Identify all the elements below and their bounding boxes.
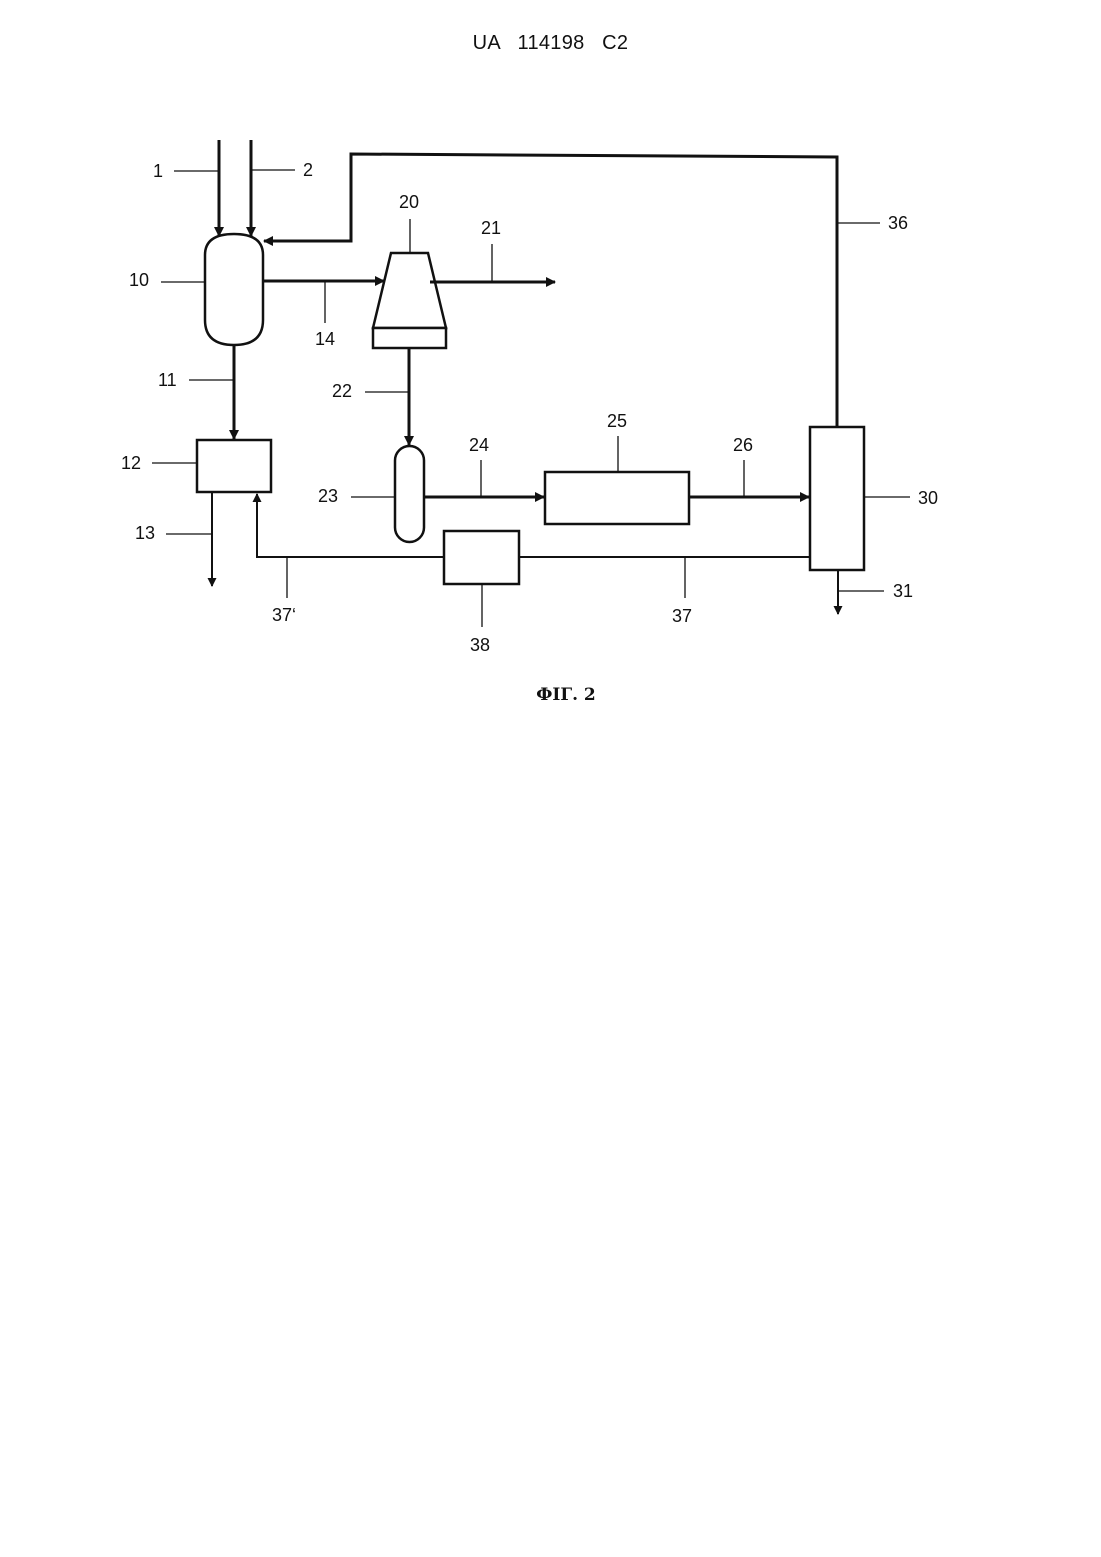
label-1: 1 bbox=[153, 161, 163, 181]
label-31: 31 bbox=[893, 581, 913, 601]
column-30 bbox=[810, 427, 864, 570]
label-21: 21 bbox=[481, 218, 501, 238]
process-flow-diagram: 1 2 10 11 12 13 14 20 21 22 23 24 25 26 … bbox=[0, 0, 1101, 760]
label-37: 37 bbox=[672, 606, 692, 626]
label-24: 24 bbox=[469, 435, 489, 455]
figure-caption: ФІГ. 2 bbox=[536, 685, 595, 705]
label-12: 12 bbox=[121, 453, 141, 473]
unit-25 bbox=[545, 472, 689, 524]
label-25: 25 bbox=[607, 411, 627, 431]
label-26: 26 bbox=[733, 435, 753, 455]
label-23: 23 bbox=[318, 486, 338, 506]
label-2: 2 bbox=[303, 160, 313, 180]
label-10: 10 bbox=[129, 270, 149, 290]
label-22: 22 bbox=[332, 381, 352, 401]
separator-20-base bbox=[373, 328, 446, 348]
vessel-23 bbox=[395, 446, 424, 542]
label-14: 14 bbox=[315, 329, 335, 349]
label-30: 30 bbox=[918, 488, 938, 508]
label-11: 11 bbox=[158, 370, 177, 390]
label-13: 13 bbox=[135, 523, 155, 543]
label-37-prime: 37‘ bbox=[272, 605, 296, 625]
label-38: 38 bbox=[470, 635, 490, 655]
unit-12 bbox=[197, 440, 271, 492]
label-20: 20 bbox=[399, 192, 419, 212]
unit-38 bbox=[444, 531, 519, 584]
label-36: 36 bbox=[888, 213, 908, 233]
vessel-10 bbox=[205, 234, 263, 345]
separator-20 bbox=[373, 253, 446, 328]
